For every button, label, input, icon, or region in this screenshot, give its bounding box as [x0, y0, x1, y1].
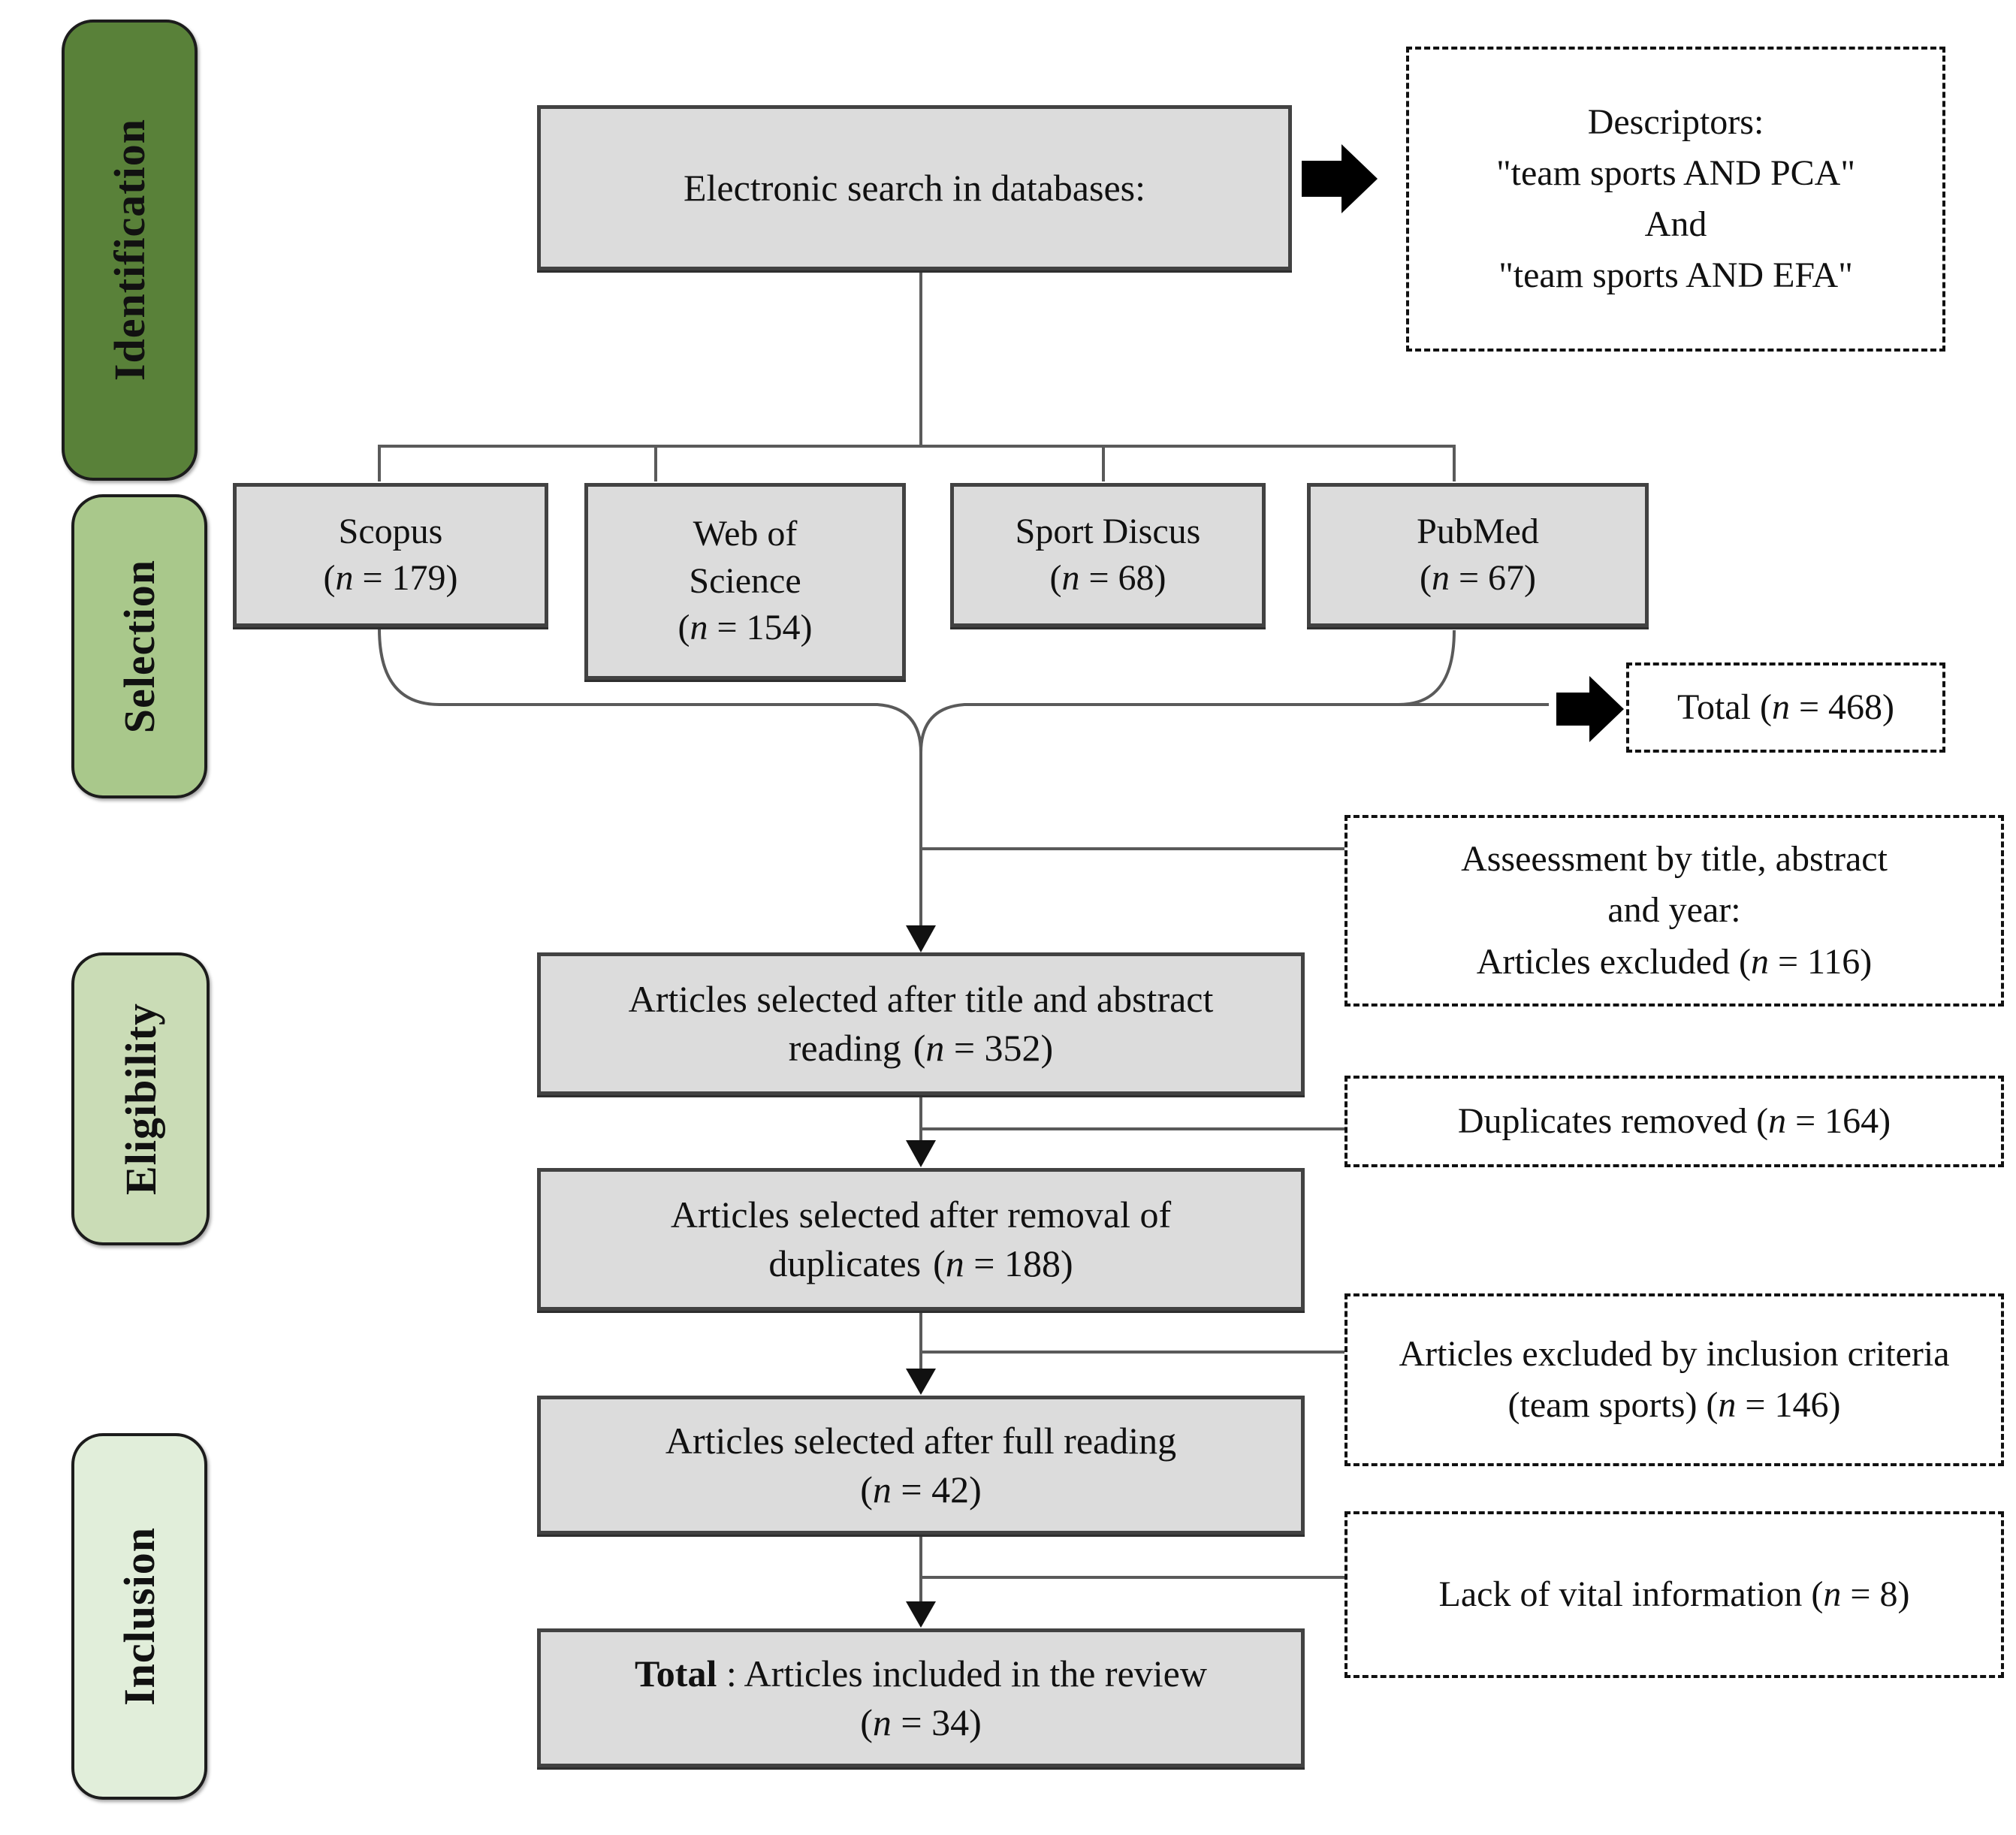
electronic-search-label: Electronic search in databases: — [684, 166, 1145, 209]
line-collector-right — [919, 629, 1456, 753]
step-text: Total : Articles included in the review — [635, 1649, 1207, 1698]
step-count: (n = 34) — [860, 1701, 982, 1743]
step-label: Articles selected after full reading — [665, 1419, 1177, 1462]
lack-of-information-note-box: Lack of vital information (n = 8) — [1345, 1511, 2004, 1678]
arrowhead-step2 — [906, 1140, 936, 1167]
descriptors-line: "team sports AND PCA" — [1496, 152, 1855, 193]
duplicates-removed-label: Duplicates removed (n = 164) — [1457, 1100, 1891, 1141]
line-db-branch — [378, 445, 1456, 481]
stage-label: Inclusion — [115, 1527, 164, 1706]
stage-identification: Identification — [62, 20, 198, 481]
lack-of-information-label: Lack of vital information (n = 8) — [1438, 1574, 1910, 1614]
database-name: Web of Science — [689, 514, 801, 601]
database-count: (n = 154) — [678, 608, 813, 648]
descriptors-line: "team sports AND EFA" — [1498, 255, 1853, 296]
total-found-label: Total (n = 468) — [1677, 687, 1894, 727]
stage-inclusion: Inclusion — [71, 1433, 207, 1800]
duplicates-removed-note-box: Duplicates removed (n = 164) — [1345, 1076, 2004, 1167]
descriptors-note-box: Descriptors: "team sports AND PCA" And "… — [1406, 47, 1945, 352]
step-text: Articles selected after removal of dupli… — [616, 1191, 1226, 1288]
database-box-sport-discus: Sport Discus (n = 68) — [950, 483, 1266, 627]
database-count: (n = 179) — [323, 558, 458, 598]
database-name: Scopus — [338, 511, 443, 551]
database-box-pubmed: PubMed (n = 67) — [1307, 483, 1649, 627]
database-count: (n = 68) — [1049, 558, 1166, 598]
assessment-line: and year: — [1607, 890, 1741, 931]
stage-selection: Selection — [71, 494, 207, 798]
step-full-reading-box: Articles selected after full reading (n … — [537, 1396, 1305, 1535]
arrowhead-step1 — [906, 925, 936, 952]
total-included-box: Total : Articles included in the review … — [537, 1628, 1305, 1767]
stage-eligibility: Eligibility — [71, 952, 210, 1245]
assessment-line: Asseessment by title, abstract — [1461, 839, 1888, 880]
database-name: Sport Discus — [1015, 511, 1201, 551]
excluded-criteria-label: Articles excluded by inclusion criteria … — [1399, 1333, 1950, 1425]
stage-label: Selection — [115, 559, 164, 734]
database-count: (n = 67) — [1419, 558, 1537, 598]
step-count: (n = 42) — [860, 1468, 982, 1511]
electronic-search-box: Electronic search in databases: — [537, 105, 1292, 270]
arrowhead-step3 — [906, 1369, 936, 1395]
step-count: (n = 352) — [913, 1027, 1054, 1069]
database-box-web-of-science: Web of Science (n = 154) — [584, 483, 906, 680]
line-collector-left — [378, 628, 922, 753]
descriptors-line: And — [1644, 204, 1707, 244]
step-title-abstract-box: Articles selected after title and abstra… — [537, 952, 1305, 1095]
database-box-scopus: Scopus (n = 179) — [233, 483, 548, 627]
total-bold-label: Total — [635, 1652, 717, 1695]
database-name: PubMed — [1417, 511, 1539, 551]
step-label: Articles selected after title and abstra… — [628, 978, 1214, 1069]
assessment-note-box: Asseessment by title, abstract and year:… — [1345, 815, 2004, 1007]
step-label: : Articles included in the review — [717, 1652, 1207, 1695]
descriptors-line: Descriptors: — [1587, 101, 1764, 142]
step-label: Articles selected after removal of dupli… — [670, 1194, 1172, 1284]
stage-label: Identification — [105, 119, 154, 382]
step-text: Articles selected after title and abstra… — [616, 975, 1226, 1073]
step-count: (n = 188) — [933, 1242, 1073, 1284]
assessment-line: Articles excluded (n = 116) — [1476, 941, 1873, 982]
right-arrow-descriptors-icon — [1302, 144, 1378, 213]
stage-label: Eligibility — [116, 1003, 165, 1195]
total-found-note-box: Total (n = 468) — [1626, 662, 1945, 753]
arrowhead-step4 — [906, 1601, 936, 1628]
right-arrow-total-icon — [1556, 676, 1624, 742]
step-duplicates-box: Articles selected after removal of dupli… — [537, 1168, 1305, 1311]
excluded-criteria-note-box: Articles excluded by inclusion criteria … — [1345, 1293, 2004, 1466]
